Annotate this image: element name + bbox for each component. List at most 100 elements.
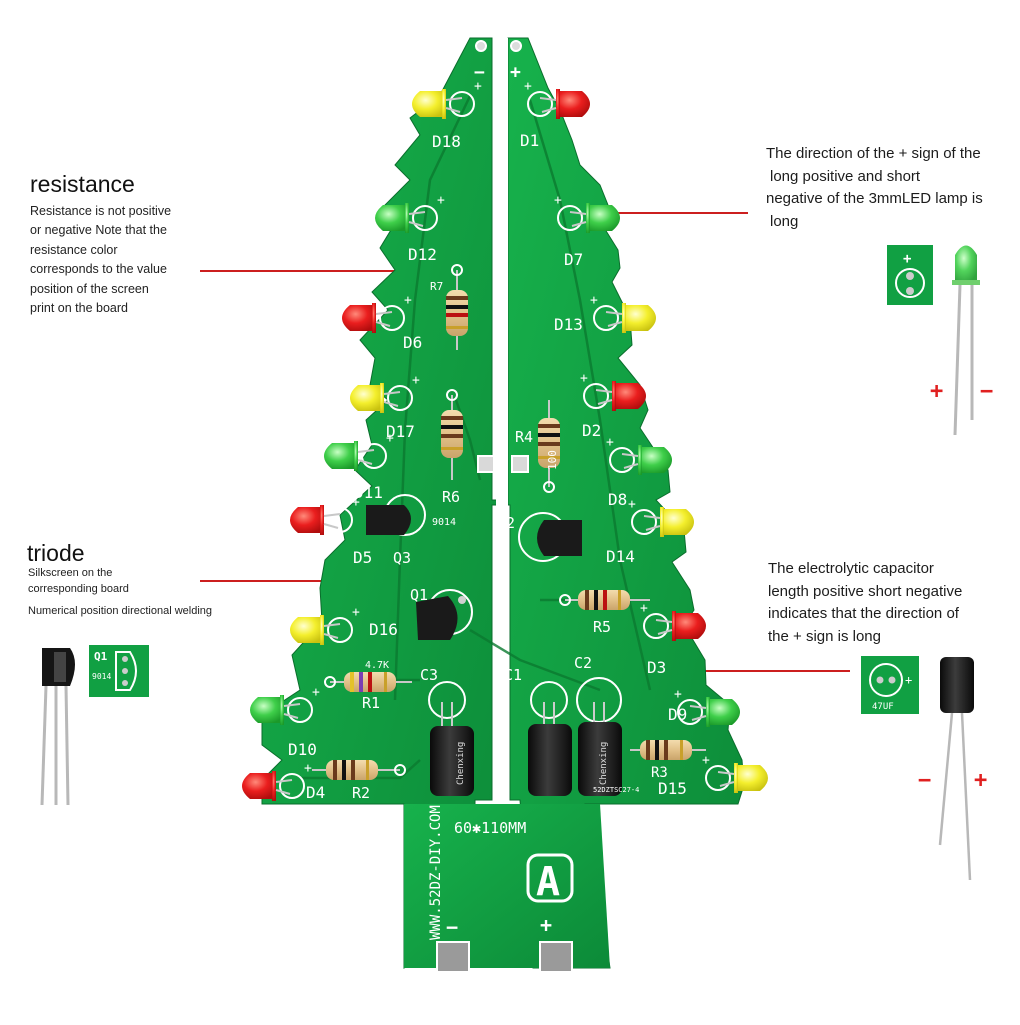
resistor-r5: R5 bbox=[559, 590, 650, 636]
led-plus-mark: + bbox=[312, 685, 320, 700]
label-q3-part: 9014 bbox=[432, 517, 456, 528]
led-d16: +D16 bbox=[290, 605, 398, 645]
led-plus-mark: + bbox=[524, 79, 532, 94]
triode-component-photo bbox=[40, 648, 75, 806]
label-d17: D17 bbox=[386, 422, 415, 441]
label-c2-brand: Chenxing bbox=[599, 742, 609, 785]
capacitor-c2: Chenxing C2 bbox=[574, 654, 622, 796]
label-r4: R4 bbox=[515, 428, 533, 446]
cap-note-line: indicates that the direction of bbox=[768, 605, 959, 622]
resistance-description: Resistance is not positive or negative N… bbox=[30, 202, 210, 318]
label-d4: D4 bbox=[306, 783, 325, 802]
board-logo: A bbox=[526, 853, 574, 905]
svg-text:A: A bbox=[536, 859, 560, 905]
bottom-plus-sign: + bbox=[540, 913, 552, 937]
label-c1: C1 bbox=[504, 666, 522, 684]
label-c3: C3 bbox=[420, 666, 438, 684]
led-lead-plus: + bbox=[930, 379, 943, 404]
board-minus-sign: − bbox=[474, 62, 485, 83]
triode-inset-diagram: Q1 9014 bbox=[89, 645, 149, 697]
led-note-line: long positive and short bbox=[770, 167, 921, 185]
label-r4-value: 100 bbox=[546, 450, 559, 470]
label-d13: D13 bbox=[554, 315, 583, 334]
label-d1: D1 bbox=[520, 131, 539, 150]
label-d6: D6 bbox=[403, 333, 422, 352]
resistors: R7 R6 R4 100 R5 bbox=[312, 264, 706, 802]
capacitor-c3: Chenxing C3 bbox=[420, 666, 474, 796]
transistor-q3: 9014 Q3 bbox=[366, 494, 456, 567]
led-d18: +D18 bbox=[412, 79, 482, 151]
led-d5: +D5 bbox=[290, 495, 372, 567]
cap-lead-minus: − bbox=[918, 768, 931, 793]
label-d7: D7 bbox=[564, 250, 583, 269]
transistor-q1: Q1 bbox=[410, 586, 473, 640]
resistor-r2: R2 bbox=[312, 760, 406, 802]
resistance-line: resistance color bbox=[30, 242, 118, 257]
led-plus-mark: + bbox=[554, 193, 562, 208]
led-plus-mark: + bbox=[304, 761, 312, 776]
resistance-line: print on the board bbox=[30, 300, 128, 315]
led-plus-mark: + bbox=[404, 293, 412, 308]
led-note-text: The direction of the + sign of the long … bbox=[766, 143, 1006, 233]
triode-inset-label: Q1 bbox=[94, 650, 108, 663]
led-note-line: negative of the 3mmLED lamp is bbox=[766, 190, 983, 207]
led-plus-mark: + bbox=[386, 431, 394, 446]
power-pad-plus bbox=[539, 941, 573, 973]
led-plus-mark: + bbox=[702, 753, 710, 768]
resistance-line: corresponds to the value bbox=[30, 262, 167, 277]
label-q1: Q1 bbox=[410, 586, 428, 604]
triode-line: Silkscreen on the bbox=[28, 567, 113, 579]
label-d18: D18 bbox=[432, 132, 461, 151]
led-plus-mark: + bbox=[412, 373, 420, 388]
label-q2: Q2 bbox=[497, 514, 515, 532]
label-r3: R3 bbox=[651, 765, 668, 781]
transistor-q2: Q2 bbox=[497, 512, 582, 562]
cap-lead-plus: + bbox=[974, 768, 987, 793]
led-lamps: +D18+D1+D12+D7+D6+D13+D17+D2+D11+D8+D5+D… bbox=[242, 79, 768, 802]
resistor-r7: R7 bbox=[430, 264, 468, 350]
board-code: 52DZTSC27-4 bbox=[593, 786, 639, 794]
led-d14: +D14 bbox=[606, 497, 694, 566]
label-d5: D5 bbox=[353, 548, 372, 567]
capacitors: Chenxing C3 C1 Chenxing C2 52DZTSC27-4 bbox=[420, 654, 639, 796]
resistance-line: position of the screen bbox=[30, 281, 149, 296]
led-component-photo: + − bbox=[930, 245, 993, 436]
led-note-line: long bbox=[770, 212, 799, 230]
label-q3: Q3 bbox=[393, 549, 411, 567]
label-d2: D2 bbox=[582, 421, 601, 440]
led-plus-mark: + bbox=[590, 293, 598, 308]
triode-line: Numerical position directional welding bbox=[28, 604, 213, 617]
label-r1-value: 4.7K bbox=[365, 660, 389, 671]
led-lead-minus: − bbox=[980, 379, 993, 404]
capacitor-component-photo: − + bbox=[918, 657, 987, 881]
led-d12: + D12 bbox=[375, 193, 445, 264]
resistor-r1: 4.7K R1 bbox=[324, 660, 412, 712]
board-url-text: WWW.52DZ-DIY.COM bbox=[428, 805, 444, 940]
label-d3: D3 bbox=[647, 658, 666, 677]
led-d8: + D8 bbox=[606, 435, 672, 509]
board-size-text: 60✱110MM bbox=[454, 819, 526, 837]
label-d8: D8 bbox=[608, 490, 627, 509]
label-r1: R1 bbox=[362, 694, 380, 712]
led-plus-mark: + bbox=[640, 601, 648, 616]
led-plus-mark: + bbox=[606, 435, 614, 450]
capacitor-c1: C1 bbox=[504, 666, 572, 796]
label-d12: D12 bbox=[408, 245, 437, 264]
led-d7: + D7 bbox=[554, 193, 620, 269]
led-d3: + D3 bbox=[640, 601, 706, 677]
label-r7: R7 bbox=[430, 280, 443, 293]
label-r6: R6 bbox=[442, 488, 460, 506]
board-plus-sign: + bbox=[510, 62, 521, 83]
led-d1: + D1 bbox=[520, 79, 590, 150]
triode-line: corresponding board bbox=[28, 582, 129, 595]
led-plus-mark: + bbox=[437, 193, 445, 208]
led-d13: + D13 bbox=[554, 293, 656, 334]
led-d4: + D4 bbox=[242, 761, 325, 802]
cap-note-line: The electrolytic capacitor bbox=[768, 560, 934, 577]
led-inset-diagram: + bbox=[887, 245, 933, 305]
label-r5: R5 bbox=[593, 618, 611, 636]
led-plus-mark: + bbox=[580, 371, 588, 386]
label-d15: D15 bbox=[658, 779, 687, 798]
